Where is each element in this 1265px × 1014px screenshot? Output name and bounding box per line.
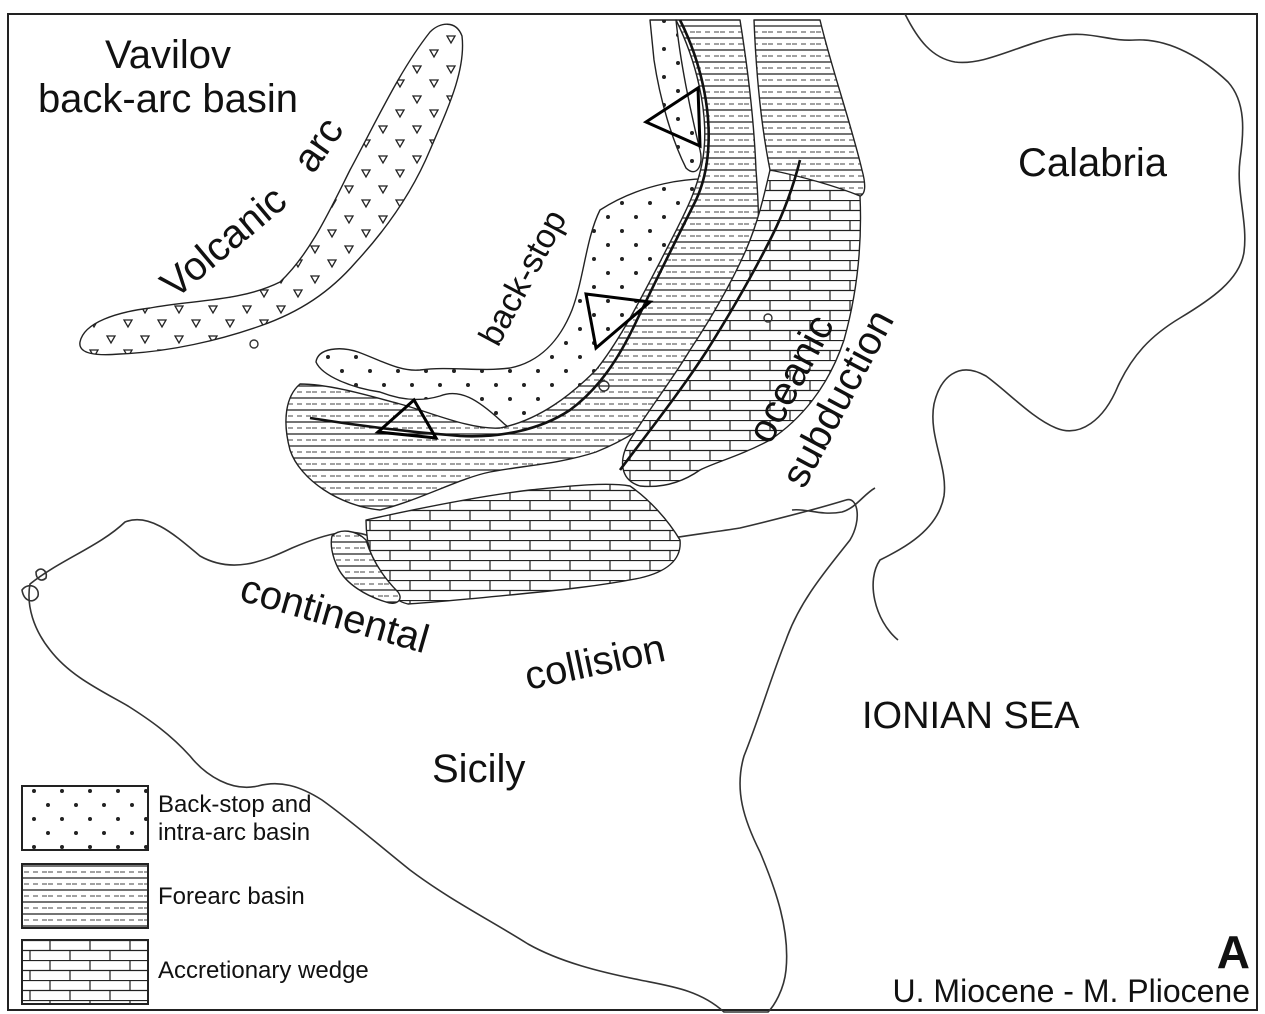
panel-letter: A <box>1217 926 1250 978</box>
small-island-west <box>21 584 39 602</box>
label-ionian-sea: IONIAN SEA <box>862 695 1080 737</box>
calabria-coastline <box>872 13 1246 641</box>
label-backstop: back-stop <box>472 204 575 352</box>
small-island-east <box>763 313 773 323</box>
small-island-north <box>249 339 259 349</box>
thrust-triangle-central <box>584 292 654 351</box>
small-island-strait <box>598 380 610 392</box>
backstop-north-strip <box>649 19 702 173</box>
map-frame <box>7 13 1258 1011</box>
legend-label-forearc: Forearc basin <box>158 883 305 910</box>
accretionary-wedge-south <box>365 483 681 605</box>
thrust-front-outer <box>618 159 802 471</box>
label-calabria: Calabria <box>1018 141 1168 185</box>
accretionary-wedge-belt <box>621 169 862 488</box>
label-vavilov: Vavilov <box>105 33 231 77</box>
legend-label-backstop-1: Back-stop and <box>158 791 311 818</box>
label-sicily: Sicily <box>432 747 525 791</box>
label-collision: collision <box>521 626 669 699</box>
thrust-triangle-south <box>374 397 439 440</box>
thrust-front <box>309 19 710 438</box>
legend-label-backstop-2: intra-arc basin <box>158 819 310 846</box>
forearc-basin-south <box>330 530 401 604</box>
legend-label-accretionary: Accretionary wedge <box>158 957 369 984</box>
thrust-triangle-north <box>642 85 702 149</box>
age-caption: U. Miocene - M. Pliocene <box>893 973 1250 1009</box>
volcanic-arc-belt <box>79 23 464 356</box>
label-back-arc-basin: back-arc basin <box>38 77 298 121</box>
legend-swatch-backstop <box>21 785 149 851</box>
legend-swatch-forearc <box>21 863 149 929</box>
calabria-lower-coast <box>791 487 876 514</box>
small-island-west-2 <box>35 568 48 581</box>
legend-swatch-accretionary <box>21 939 149 1005</box>
legend: Back-stop and intra-arc basin Forearc ba… <box>21 785 369 1005</box>
